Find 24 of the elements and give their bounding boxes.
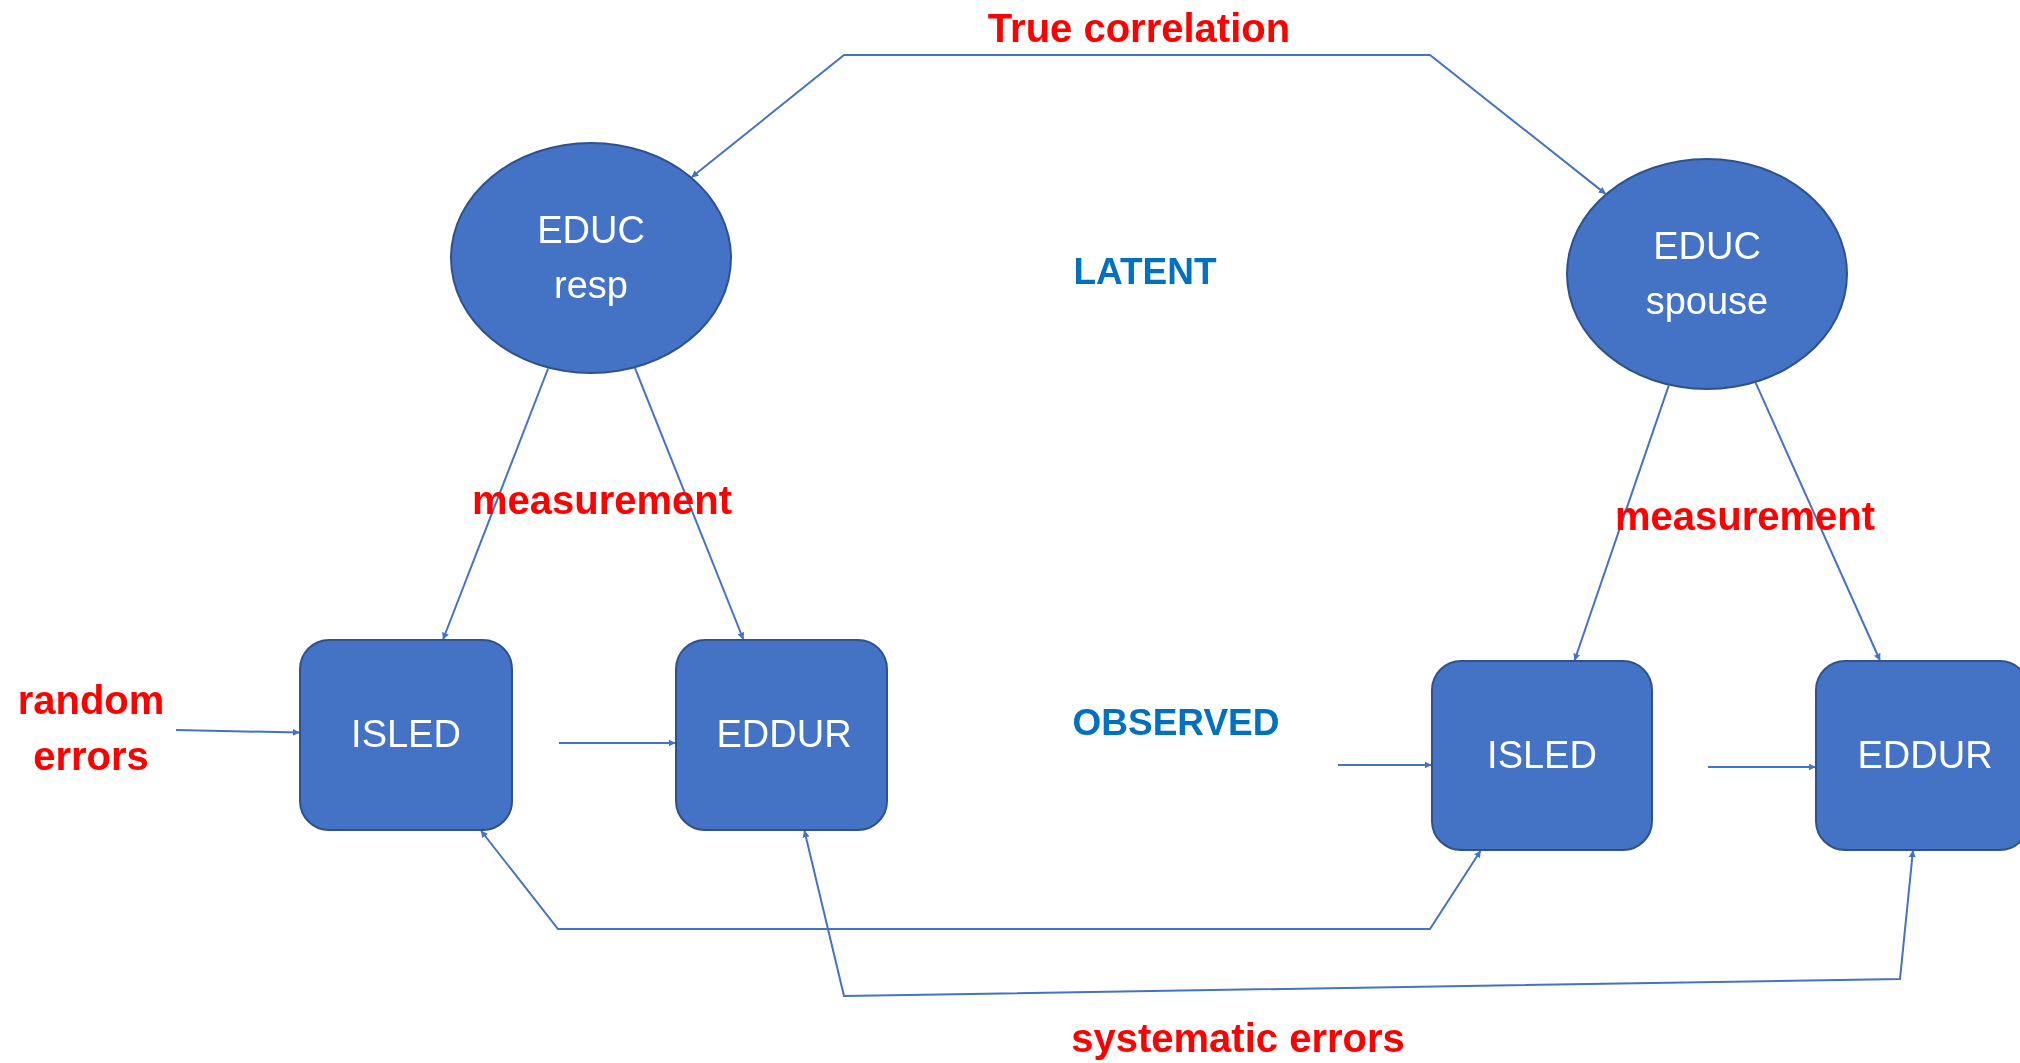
observed-variable-box [1815,660,2020,851]
variable-label: ISLED [1487,732,1597,778]
observed-variable-box [675,639,888,831]
arrow [690,54,1607,195]
layer-label: LATENT [1073,251,1217,293]
arrow [1573,384,1670,661]
variable-label: EDUC spouse [1644,223,1770,324]
arrow [1707,763,1816,771]
error-label: systematic errors [1071,1015,1405,1061]
arrow [558,739,676,747]
variable-label: ISLED [351,712,461,758]
arrow [802,830,1916,997]
arrow [480,830,1482,930]
variable-label: EDUC resp [536,207,646,308]
observed-variable-box [1431,660,1653,851]
error-label: random errors [6,672,176,784]
arrow [634,367,745,640]
arrow [1337,761,1432,769]
layer-label: OBSERVED [1072,702,1280,744]
arrow [1754,381,1881,661]
arrow [175,728,300,736]
arrow [442,367,550,640]
observed-variable-box [299,639,513,831]
correlation-label: True correlation [987,5,1291,51]
